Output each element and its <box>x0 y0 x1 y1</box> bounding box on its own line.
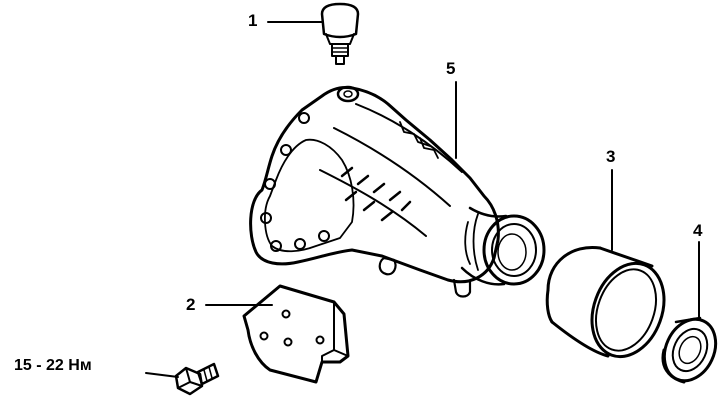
gear-housing-icon <box>249 85 546 298</box>
callout-5: 5 <box>446 59 456 78</box>
sleeve-ring-icon <box>545 245 666 359</box>
bolt-icon <box>174 362 220 396</box>
callout-1: 1 <box>248 11 258 30</box>
leader-lines <box>145 21 700 378</box>
callout-2: 2 <box>186 295 196 314</box>
torque-label: 15 - 22 Нм <box>14 357 92 374</box>
breather-plug-icon <box>320 2 360 65</box>
callout-3: 3 <box>606 147 616 166</box>
oil-seal-icon <box>661 316 718 384</box>
callout-4: 4 <box>693 221 703 240</box>
mounting-bracket-icon <box>242 284 350 384</box>
